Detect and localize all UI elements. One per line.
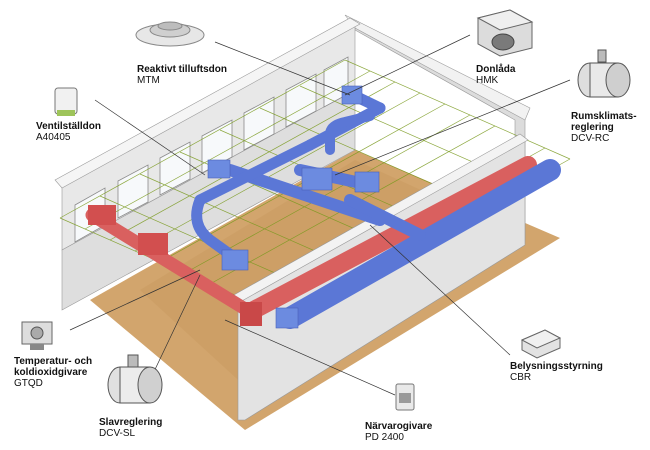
gtqd-name-line2: koldioxidgivare xyxy=(14,367,88,378)
dcvsl-label: Slavreglering DCV-SL xyxy=(99,417,162,439)
cbr-device xyxy=(520,329,562,359)
mtm-name: Reaktivt tilluftsdon xyxy=(137,64,228,75)
dcvrc-name-line2: reglering xyxy=(571,122,614,133)
dcvsl-device xyxy=(107,354,163,404)
a40405-device xyxy=(54,87,78,116)
dcvsl-code: DCV-SL xyxy=(99,428,136,439)
a40405-name: Ventilställdon xyxy=(36,121,102,132)
a40405-label: Ventilställdon A40405 xyxy=(36,121,101,143)
pd2400-device xyxy=(395,383,415,411)
gtqd-code: GTQD xyxy=(14,378,43,389)
leader-lines xyxy=(69,34,571,396)
exhaust-duct xyxy=(85,156,537,326)
gtqd-device xyxy=(21,321,53,350)
pd2400-code: PD 2400 xyxy=(365,432,404,443)
window-wall-top xyxy=(54,17,361,189)
supply-boxes xyxy=(207,85,380,329)
hmk-name: Donlåda xyxy=(476,64,516,75)
cbr-code: CBR xyxy=(510,372,532,383)
pd2400-name: Närvarogivare xyxy=(365,421,433,432)
mtm-device xyxy=(135,21,205,47)
dcvsl-name: Slavreglering xyxy=(99,417,163,428)
hmk-label: Donlåda HMK xyxy=(476,64,515,86)
dcvrc-name-line1: Rumsklimats- xyxy=(571,111,637,122)
hmk-code: HMK xyxy=(476,75,499,86)
mtm-label: Reaktivt tilluftsdon MTM xyxy=(137,64,227,86)
supply-duct xyxy=(191,90,561,329)
dcvrc-label: Rumsklimats- reglering DCV-RC xyxy=(571,111,637,144)
gtqd-label: Temperatur- och koldioxidgivare GTQD xyxy=(14,356,92,389)
cbr-label: Belysningsstyrning CBR xyxy=(510,361,603,383)
dcvrc-code: DCV-RC xyxy=(571,133,610,144)
a40405-code: A40405 xyxy=(36,132,71,143)
gtqd-name-line1: Temperatur- och xyxy=(14,356,93,367)
cbr-name: Belysningsstyrning xyxy=(510,361,603,372)
hmk-device xyxy=(476,9,534,57)
pd2400-label: Närvarogivare PD 2400 xyxy=(365,421,432,443)
mtm-code: MTM xyxy=(137,75,160,86)
dcvrc-device xyxy=(577,49,631,98)
